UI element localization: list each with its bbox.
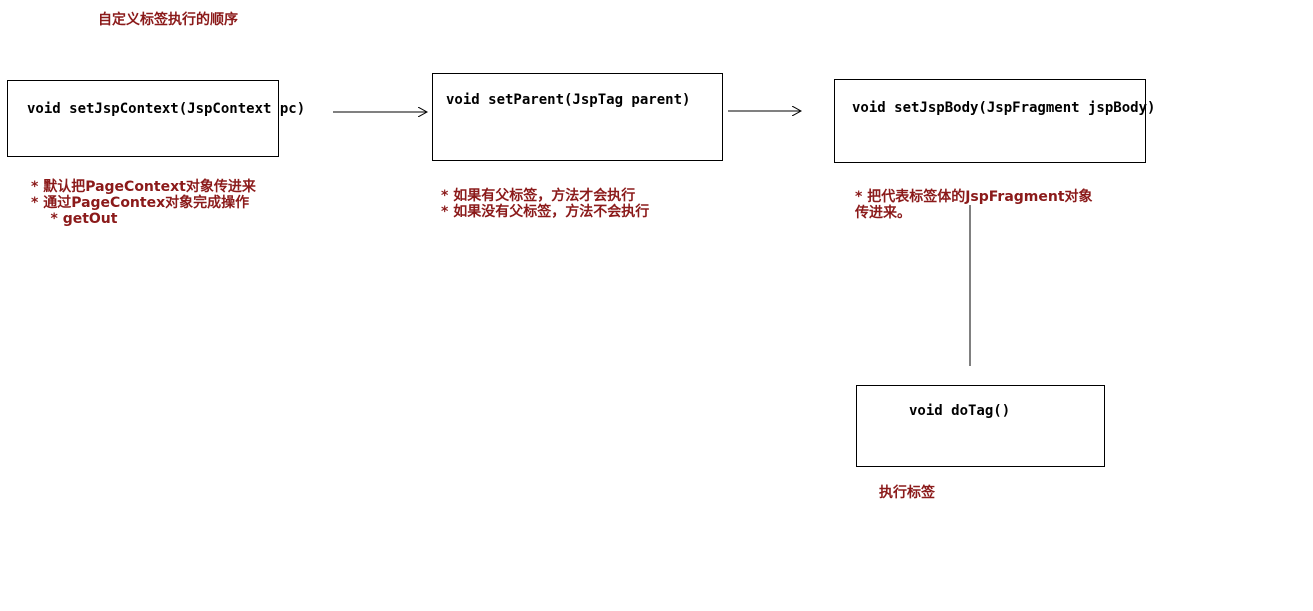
step-code: void doTag()	[909, 403, 1011, 419]
step-box-setjspcontext: void setJspContext(JspContext pc)	[7, 80, 305, 157]
note-line: * 把代表标签体的JspFragment对象	[855, 189, 1093, 205]
note-line: 传进来。	[855, 205, 911, 221]
note-line: 执行标签	[879, 485, 935, 501]
step-box-dotag: void doTag()	[856, 385, 1105, 467]
step-box-setjspbody: void setJspBody(JspFragment jspBody)	[834, 79, 1155, 163]
step-code: void setJspContext(JspContext pc)	[27, 101, 306, 117]
step-note-1: * 默认把PageContext对象传进来 * 通过PageContex对象完成…	[31, 179, 256, 227]
step-note-3: * 把代表标签体的JspFragment对象 传进来。	[855, 189, 1093, 221]
note-line: * 如果没有父标签，方法不会执行	[441, 204, 650, 220]
step-code: void setParent(JspTag parent)	[446, 92, 691, 108]
step-note-4: 执行标签	[879, 485, 935, 501]
note-line: * getOut	[31, 211, 118, 227]
step-box-setparent: void setParent(JspTag parent)	[432, 73, 723, 161]
note-line: * 如果有父标签，方法才会执行	[441, 188, 636, 204]
step-code: void setJspBody(JspFragment jspBody)	[852, 100, 1156, 116]
note-line: * 通过PageContex对象完成操作	[31, 195, 250, 211]
note-line: * 默认把PageContext对象传进来	[31, 179, 256, 195]
diagram-title: 自定义标签执行的顺序	[98, 12, 238, 28]
step-note-2: * 如果有父标签，方法才会执行 * 如果没有父标签，方法不会执行	[441, 188, 649, 220]
